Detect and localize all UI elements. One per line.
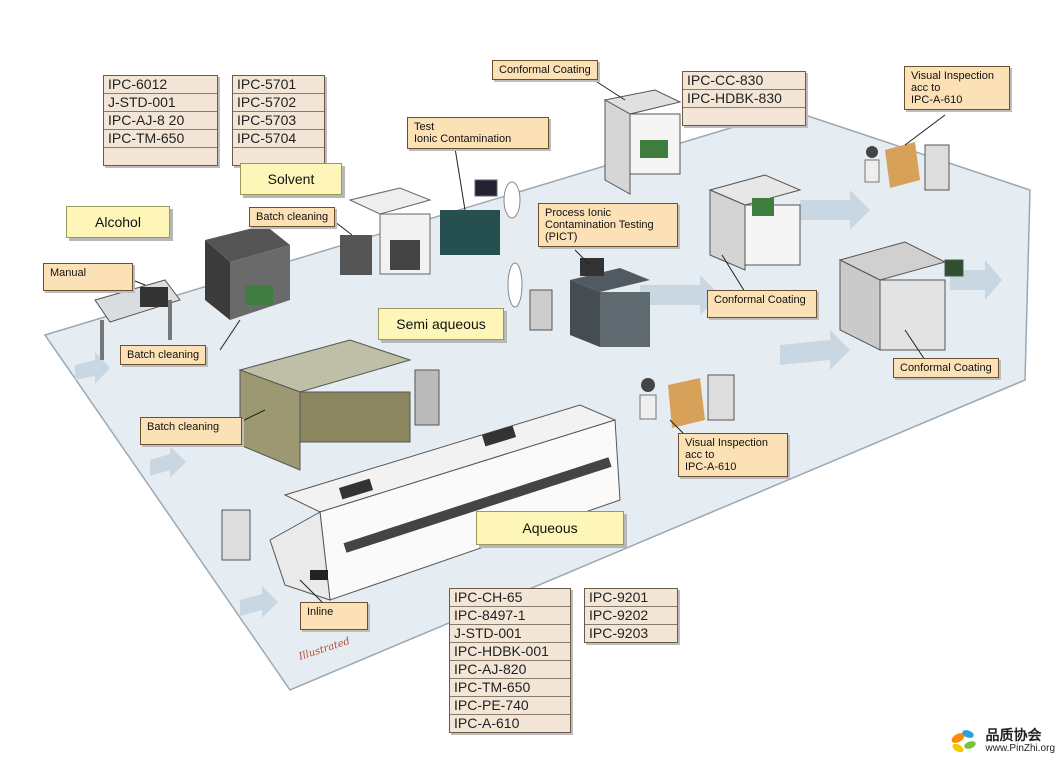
callout-visual-inspection-bottom: Visual Inspection acc to IPC-A-610 [678,433,788,477]
standards-table-solvent: IPC-5701 IPC-5702 IPC-5703 IPC-5704 . [232,75,325,166]
semi-aqueous-cleaner [238,339,440,471]
ionic-test-station [440,179,521,255]
standard-entry: J-STD-001 [450,625,570,643]
zone-label-alcohol: Alcohol [66,206,170,238]
standard-entry: IPC-AJ-8 20 [104,112,217,130]
standards-table-aqueous: IPC-CH-65 IPC-8497-1 J-STD-001 IPC-HDBK-… [449,588,571,733]
standard-entry: IPC-TM-650 [450,679,570,697]
pict-machine [507,258,650,347]
standard-entry: IPC-5702 [233,94,324,112]
coating-booth-2 [708,174,802,271]
standard-entry: IPC-5704 [233,130,324,148]
standards-table-handling: IPC-9201 IPC-9202 IPC-9203 [584,588,678,643]
solvent-cleaner [340,187,432,275]
callout-test-ionic-contamination: Test Ionic Contamination [407,117,549,149]
standard-entry: J-STD-001 [104,94,217,112]
standards-table-general: IPC-6012 J-STD-001 IPC-AJ-8 20 IPC-TM-65… [103,75,218,166]
zone-label-semi-aqueous: Semi aqueous [378,308,504,340]
standard-entry-empty: . [104,148,217,165]
zone-label-aqueous: Aqueous [476,511,624,545]
callout-visual-inspection-top: Visual Inspection acc to IPC-A-610 [904,66,1010,110]
visual-inspection-station-1 [864,142,950,191]
flower-logo-icon [951,730,976,753]
logo-url: www.PinZhi.org [985,743,1055,754]
standard-entry: IPC-9201 [585,589,677,607]
standard-entry: IPC-TM-650 [104,130,217,148]
standard-entry: IPC-CC-830 [683,72,805,90]
callout-manual: Manual [43,263,133,291]
callout-batch-cleaning-solvent: Batch cleaning [249,207,336,227]
standard-entry: IPC-A-610 [454,715,520,731]
callout-batch-cleaning-semi-aqueous: Batch cleaning [140,417,242,445]
standard-entry: IPC-5703 [233,112,324,130]
standard-entry: IPC-6012 [104,76,217,94]
standard-entry-empty: . [683,108,805,125]
standard-entry: IPC-9202 [585,607,677,625]
standard-entry: IPC-HDBK-001 [450,643,570,661]
standard-entry: IPC-5701 [233,76,324,94]
conformal-coating-machine [838,241,964,351]
coating-booth-1 [603,89,682,195]
standard-entry: IPC-AJ-820 [450,661,570,679]
aqueous-inline-cleaner [269,404,621,601]
rack-trolley [221,509,251,561]
callout-conformal-coating-top: Conformal Coating [492,60,598,80]
standard-entry: IPC-HDBK-830 [683,90,805,108]
standard-entry: IPC-PE-740 [450,697,570,715]
callout-batch-cleaning-alcohol: Batch cleaning [120,345,207,365]
callout-inline: Inline [300,602,368,630]
standard-entry: IPC-CH-65 [450,589,570,607]
callout-conformal-coating-right: Conformal Coating [893,358,999,378]
standard-entry: IPC-8497-1 [450,607,570,625]
zone-label-solvent: Solvent [240,163,342,195]
callout-pict: Process Ionic Contamination Testing (PIC… [538,203,678,247]
logo-name: 品质协会 [985,727,1042,743]
manual-wash-station [94,279,181,360]
visual-inspection-station-2 [639,374,735,428]
standard-entry: IPC-9203 [589,625,649,641]
callout-conformal-coating-mid: Conformal Coating [707,290,817,318]
batch-cleaning-cabinet-1 [205,225,290,320]
standards-table-coating: IPC-CC-830 IPC-HDBK-830 . [682,71,806,126]
pinzhi-logo: 品质协会 www.PinZhi.org [946,726,1055,756]
